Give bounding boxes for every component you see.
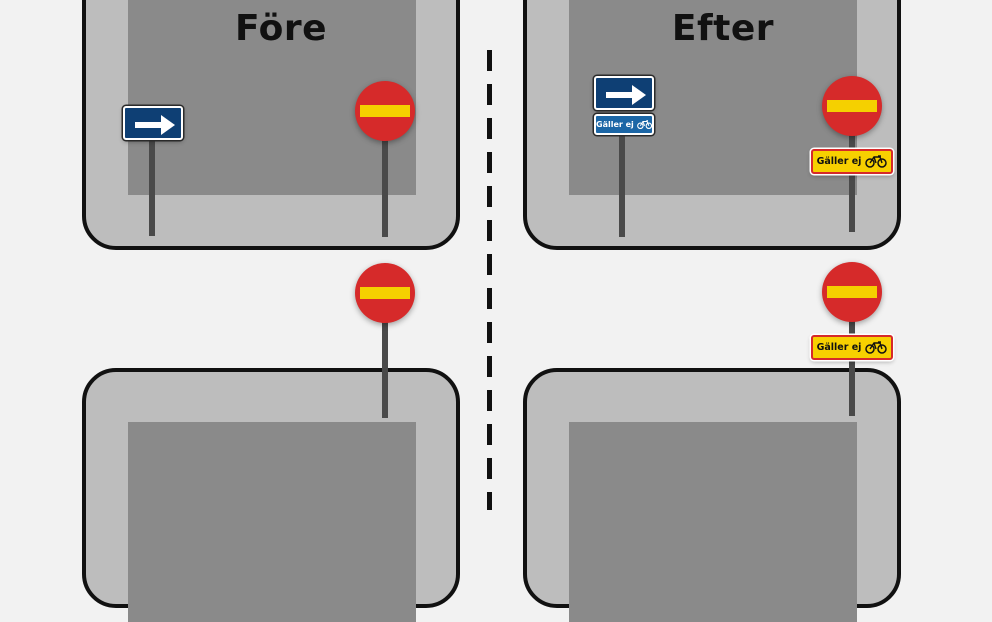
block-inner-bottom-right xyxy=(569,422,857,622)
pole-noentry-after-middle xyxy=(849,318,855,416)
arrow-right-icon xyxy=(606,85,646,105)
exception-plate-text: Gäller ej xyxy=(596,120,634,129)
pole-oneway-before xyxy=(149,138,155,236)
bicycle-icon xyxy=(865,341,888,354)
exception-plate-blue: Gäller ej xyxy=(594,114,654,135)
title-before: Före xyxy=(234,8,328,49)
block-bottom-left xyxy=(82,368,460,622)
title-after: Efter xyxy=(671,8,775,49)
pole-noentry-after-top xyxy=(849,130,855,232)
exception-plate-text: Gäller ej xyxy=(816,342,862,353)
one-way-sign-before xyxy=(123,106,183,140)
no-entry-sign-before-top xyxy=(355,81,415,141)
no-entry-sign-after-top xyxy=(822,76,882,136)
one-way-sign-after xyxy=(594,76,654,110)
no-entry-bar xyxy=(360,287,410,299)
no-entry-sign-after-middle xyxy=(822,262,882,322)
no-entry-bar xyxy=(827,286,877,298)
no-entry-sign-before-middle xyxy=(355,263,415,323)
exception-plate-yellow-top: Gäller ej xyxy=(811,149,893,174)
arrow-right-icon xyxy=(135,115,175,135)
pole-noentry-before-top xyxy=(382,135,388,237)
bicycle-icon xyxy=(865,155,888,168)
block-bottom-right xyxy=(523,368,901,622)
block-top-right xyxy=(523,0,901,250)
block-inner-bottom-left xyxy=(128,422,416,622)
dashed-divider xyxy=(487,50,492,510)
exception-plate-yellow-middle: Gäller ej xyxy=(811,335,893,360)
street-diagram: Före Efter Gäller ej Gäll xyxy=(82,0,901,622)
pole-noentry-before-middle xyxy=(382,318,388,418)
bicycle-icon xyxy=(636,120,652,130)
exception-plate-text: Gäller ej xyxy=(816,156,862,167)
no-entry-bar xyxy=(827,100,877,112)
pole-oneway-after xyxy=(619,130,625,237)
no-entry-bar xyxy=(360,105,410,117)
